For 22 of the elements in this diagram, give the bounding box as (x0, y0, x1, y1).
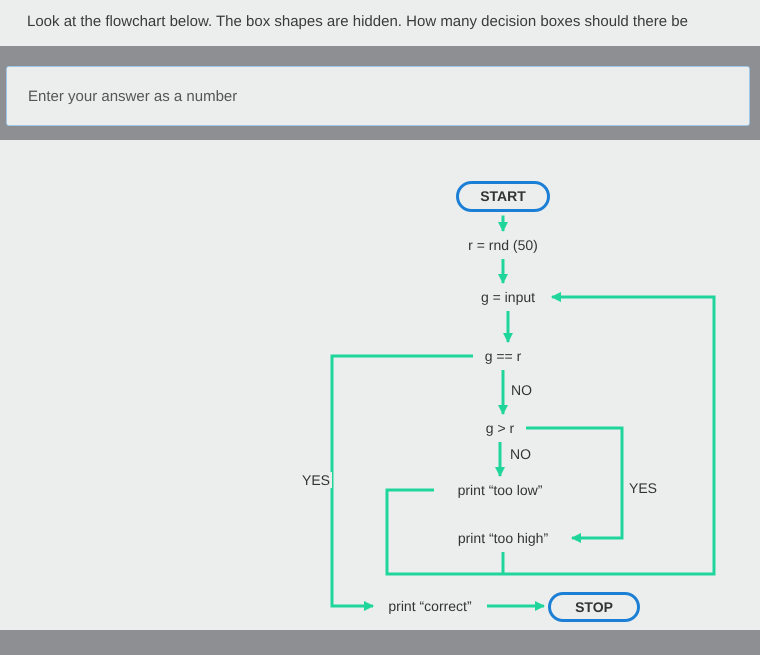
edge-label: YES (627, 480, 660, 496)
process-text: print “too low” (438, 480, 562, 500)
flow-arrow (526, 426, 624, 543)
process-text: g = input (468, 287, 548, 307)
process-text: g == r (477, 346, 529, 366)
process-text: print “too high” (438, 528, 568, 548)
process-text: print “correct” (377, 596, 483, 616)
flow-arrow (503, 311, 513, 343)
edge-label: YES (300, 472, 332, 488)
flow-arrow (498, 259, 508, 284)
answer-field: Enter your answer as a number (6, 66, 750, 126)
process-text: r = rnd (50) (457, 235, 549, 255)
question-text: Look at the flowchart below. The box shapes are hidden. How many decision boxes should there be (27, 13, 688, 30)
edge-label: NO (509, 382, 534, 398)
flow-arrow (498, 216, 508, 232)
flow-arrow (495, 442, 505, 477)
flow-arrow (487, 601, 545, 611)
flow-arrow (502, 292, 716, 576)
edge-label: NO (508, 446, 533, 462)
flow-arrow (498, 370, 508, 415)
flow-arrow (330, 354, 473, 611)
process-text: g > r (478, 418, 522, 438)
